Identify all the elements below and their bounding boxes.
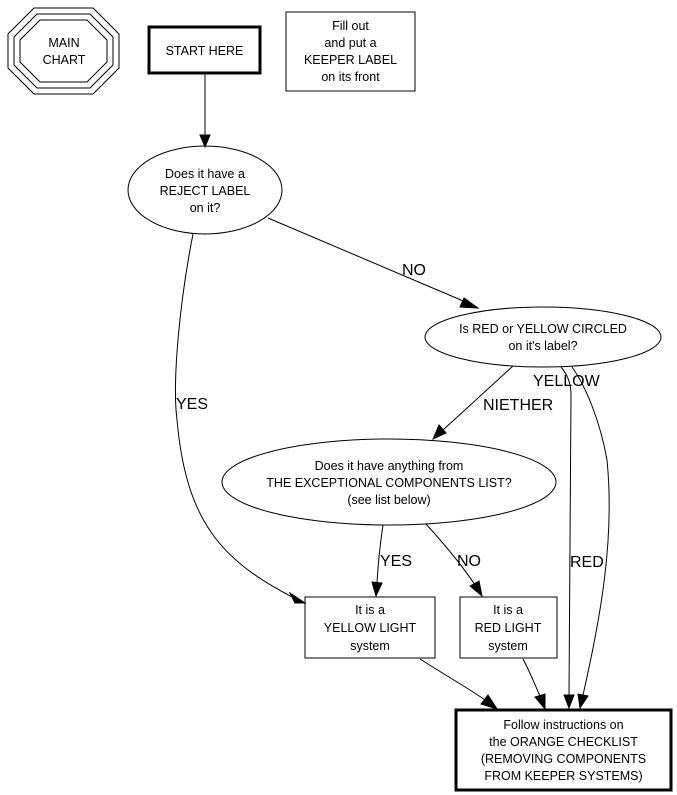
main-chart-line-1: MAIN — [48, 36, 79, 50]
red-light-box — [459, 596, 558, 659]
node-main-chart: MAIN CHART — [7, 7, 120, 95]
main-chart-octagon-outer — [7, 7, 120, 95]
circled-question-ellipse — [424, 306, 662, 368]
edge-circled-to-orange-yellow: YELLOW — [533, 366, 610, 710]
arrowhead-icon — [288, 591, 307, 604]
reject-question-line-3: on it? — [190, 201, 221, 215]
edge-exceptional-to-yellow: YES — [371, 524, 412, 598]
start-here-box — [147, 25, 262, 75]
orange-checklist-line-2: the ORANGE CHECKLIST — [489, 735, 638, 749]
fill-out-box — [285, 11, 416, 92]
fill-out-line-3: KEEPER LABEL — [304, 53, 397, 67]
red-light-line-1: It is a — [493, 603, 523, 617]
orange-checklist-line-1: Follow instructions on — [503, 718, 623, 732]
edge-line — [425, 523, 476, 586]
reject-question-line-2: REJECT LABEL — [160, 184, 251, 198]
edge-line — [522, 658, 541, 697]
node-start-here: START HERE — [147, 25, 262, 75]
edge-line — [174, 233, 295, 599]
arrowhead-icon — [563, 694, 575, 710]
edge-line — [419, 658, 486, 701]
edge-red-to-orange — [522, 658, 546, 711]
edge-label-yes-2: YES — [380, 553, 412, 570]
arrowhead-icon — [534, 693, 546, 711]
node-exceptional-question: Does it have anything from THE EXCEPTION… — [221, 438, 557, 526]
orange-checklist-line-4: FROM KEEPER SYSTEMS) — [484, 769, 642, 783]
edge-label-no-2: NO — [457, 553, 481, 570]
edge-yellow-to-orange — [419, 658, 499, 710]
edge-exceptional-to-red: NO — [425, 523, 483, 598]
fill-out-line-4: on its front — [321, 70, 380, 84]
red-light-line-2: RED LIGHT — [475, 621, 542, 635]
arrowhead-icon — [432, 424, 447, 440]
main-chart-line-2: CHART — [43, 53, 86, 67]
yellow-light-line-3: system — [350, 639, 390, 653]
fill-out-line-1: Fill out — [332, 19, 369, 33]
edge-label-no: NO — [402, 262, 426, 279]
edge-circled-to-exceptional: NIETHER — [432, 365, 553, 440]
edge-line — [267, 217, 469, 304]
arrowhead-icon — [199, 134, 211, 149]
yellow-light-line-1: It is a — [355, 603, 385, 617]
fill-out-line-2: and put a — [324, 36, 376, 50]
edge-label-yellow: YELLOW — [533, 373, 601, 390]
yellow-light-line-2: YELLOW LIGHT — [324, 621, 417, 635]
arrowhead-icon — [469, 580, 483, 598]
start-here-label: START HERE — [166, 44, 244, 58]
node-orange-checklist: Follow instructions on the ORANGE CHECKL… — [454, 708, 673, 792]
edge-label-red: RED — [570, 554, 604, 571]
exceptional-question-line-2: THE EXCEPTIONAL COMPONENTS LIST? — [266, 476, 511, 490]
main-chart-octagon-middle — [13, 13, 114, 89]
exceptional-question-ellipse — [221, 438, 557, 526]
reject-question-line-1: Does it have a — [165, 167, 245, 181]
node-circled-question: Is RED or YELLOW CIRCLED on it's label? — [424, 306, 662, 368]
orange-checklist-line-3: (REMOVING COMPONENTS — [481, 752, 646, 766]
edge-circled-to-orange-red: RED — [560, 366, 604, 710]
edge-start-to-reject — [199, 74, 211, 149]
exceptional-question-line-1: Does it have anything from — [315, 459, 464, 473]
edge-reject-to-yellow: YES — [174, 233, 307, 604]
edge-line — [442, 365, 514, 431]
edge-line — [560, 366, 572, 696]
exceptional-question-line-3: (see list below) — [347, 493, 430, 507]
edge-reject-to-circled: NO — [267, 217, 480, 309]
node-yellow-light: It is a YELLOW LIGHT system — [304, 596, 436, 659]
arrowhead-icon — [577, 693, 589, 710]
node-fill-out: Fill out and put a KEEPER LABEL on its f… — [285, 11, 416, 92]
circled-question-line-1: Is RED or YELLOW CIRCLED — [459, 322, 627, 336]
main-chart-octagon-inner — [19, 19, 108, 83]
red-light-line-3: system — [488, 639, 528, 653]
arrowhead-icon — [459, 297, 480, 309]
node-red-light: It is a RED LIGHT system — [459, 596, 558, 659]
node-reject-question: Does it have a REJECT LABEL on it? — [127, 145, 283, 235]
edge-line — [571, 366, 610, 696]
arrowhead-icon — [371, 581, 383, 598]
arrowhead-icon — [480, 694, 499, 710]
edge-line — [376, 524, 384, 584]
edge-label-niether: NIETHER — [483, 397, 553, 414]
circled-question-line-2: on it's label? — [508, 339, 577, 353]
edge-label-yes: YES — [176, 396, 208, 413]
orange-checklist-box — [454, 708, 673, 792]
yellow-light-box — [304, 596, 436, 659]
